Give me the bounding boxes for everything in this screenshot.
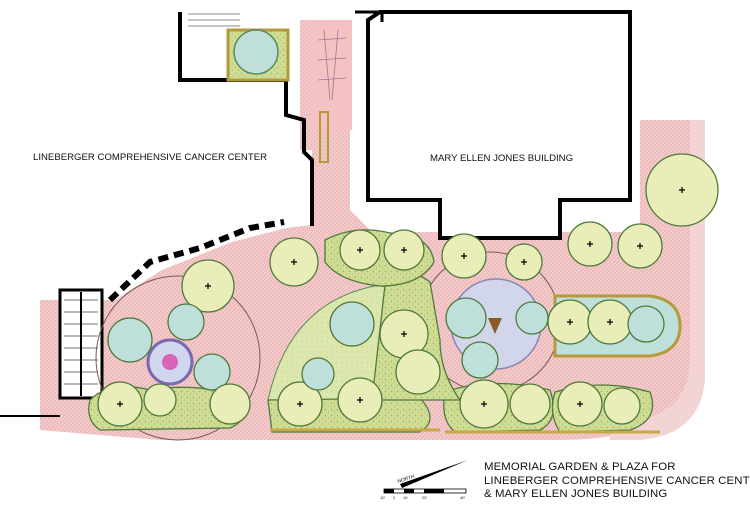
tree-canopy [233, 29, 279, 75]
scale-tick: 20' [422, 495, 427, 500]
left-plaza-ring [95, 275, 261, 441]
east-sidewalk [610, 120, 705, 440]
lineberger-building [0, 12, 312, 300]
tree-canopy [515, 301, 549, 335]
scale-tick: 10' [380, 495, 385, 500]
west-stairs [58, 288, 104, 400]
north-arrow: NORTH [397, 460, 468, 488]
scale-bar: 10' 0 10 20' 40' [380, 488, 467, 500]
title-line-3: & MARY ELLEN JONES BUILDING [484, 488, 668, 500]
tree-canopy [445, 297, 487, 339]
tree-canopy [107, 317, 153, 363]
scale-tick: 40' [460, 495, 465, 500]
tree-canopy [461, 341, 499, 379]
stair-lines [188, 13, 240, 27]
tree-canopy [193, 353, 231, 391]
lineberger-wall [178, 12, 314, 226]
sculpture [488, 318, 502, 334]
walkway-marks [317, 29, 347, 101]
tree-canopy [209, 383, 251, 425]
lineberger-label: LINEBERGER COMPREHENSIVE CANCER CENTER [33, 152, 267, 163]
mary-ellen-jones-label: MARY ELLEN JONES BUILDING [430, 153, 573, 164]
scale-tick: 0 [393, 495, 396, 500]
curb-edge [270, 428, 660, 434]
title-line-2: LINEBERGER COMPREHENSIVE CANCER CENTER [484, 474, 750, 487]
tree-canopy [627, 305, 665, 343]
left-fountain [162, 354, 178, 370]
tree-canopy [329, 301, 375, 347]
scale-tick: 10 [403, 495, 408, 500]
plan-title-block: MEMORIAL GARDEN & PLAZA FOR LINEBERGER C… [484, 461, 750, 502]
garden-wall-dashed [107, 219, 285, 303]
tree-canopy [301, 357, 335, 391]
mary-ellen-jones-building [366, 10, 632, 240]
walkway [310, 20, 352, 130]
north-label: NORTH [397, 474, 416, 485]
plantings [88, 153, 719, 433]
tree-canopy [167, 303, 205, 341]
walkway-edge [319, 111, 329, 163]
title-line-1: MEMORIAL GARDEN & PLAZA FOR [484, 461, 676, 473]
tree-canopy [509, 383, 551, 425]
tree-canopy [395, 349, 441, 395]
tree-canopy [143, 383, 177, 417]
mej-wing-wall [355, 10, 384, 22]
tree-markers [117, 187, 685, 407]
tree-canopy [603, 387, 641, 425]
